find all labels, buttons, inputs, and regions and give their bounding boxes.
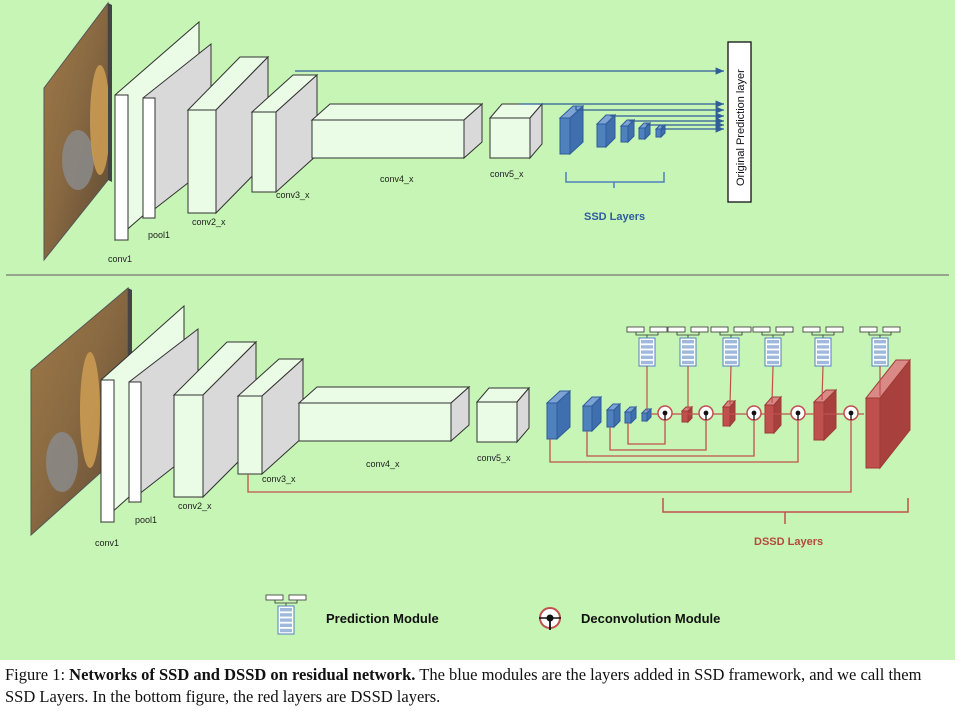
network-diagram: Original Prediction layer SSD Layers con… [0,0,955,660]
ssd-network: Original Prediction layer SSD Layers con… [43,1,752,264]
conv2-block-bottom [172,340,258,499]
original-prediction-layer: Original Prediction layer [727,41,752,203]
conv4-label-top: conv4_x [380,174,414,184]
ssd-bracket [565,172,665,183]
conv1-label-top: conv1 [108,254,132,264]
conv5-label-top: conv5_x [490,169,524,179]
prediction-connector [771,365,774,404]
conv2-block-top [186,55,270,215]
conv5-block-bottom [475,386,531,444]
caption-rest: The blue modules are the layers added in… [5,665,922,706]
dssd-layers-label: DSSD Layers [754,536,823,548]
deconv-module-legend-label: Deconvolution Module [581,611,720,626]
deconv-module-legend-icon [539,607,561,630]
conv4-block-top [310,102,484,160]
prediction-connector [821,365,824,401]
deconv-module-icon [657,405,673,421]
conv3-block-top [250,73,319,194]
prediction-module-icon [752,326,794,367]
deconv-modules [657,405,859,421]
prediction-connector [729,365,732,406]
prediction-module-legend-icon [265,594,307,635]
input-image-top [43,1,112,262]
conv2-label-bottom: conv2_x [178,501,212,511]
input-image-bottom [30,286,132,537]
dssd-network: DSSD Layers conv1 pool1 conv2_x conv3_x … [30,286,912,548]
prediction-module-icon [626,326,668,367]
deconv-module-icon [698,405,714,421]
conv5-label-bottom: conv5_x [477,453,511,463]
prediction-module-icon [265,594,307,635]
prediction-layer-label: Original Prediction layer [735,69,747,186]
conv3-label-bottom: conv3_x [262,474,296,484]
prediction-module-icon [710,326,752,367]
dssd-connectors [247,413,864,493]
ssd-layers-top [558,104,667,156]
prediction-module-legend-label: Prediction Module [326,611,439,626]
conv4-label-bottom: conv4_x [366,459,400,469]
deconv-module-icon [843,405,859,421]
cat-shape-bottom [46,432,78,492]
pool1-label-top: pool1 [148,230,170,240]
conv5-block-top [488,102,544,160]
prediction-modules [626,326,901,411]
dog-shape-bottom [80,352,100,468]
conv1-label-bottom: conv1 [95,538,119,548]
caption-bold: Networks of SSD and DSSD on residual net… [69,665,416,684]
cat-shape [62,130,94,190]
deconv-module-icon [790,405,806,421]
conv2-label-top: conv2_x [192,217,226,227]
prediction-module-icon [802,326,844,367]
figure-caption: Figure 1: Networks of SSD and DSSD on re… [5,664,953,708]
prediction-module-icon [667,326,709,367]
conv4-block-bottom [297,385,471,443]
diagram-canvas: Original Prediction layer SSD Layers con… [6,1,949,635]
prediction-arrows-top [295,67,724,133]
prediction-module-icon [859,326,901,367]
caption-prefix: Figure 1: [5,665,70,684]
dssd-layers-bottom [680,358,912,470]
pool1-label-bottom: pool1 [135,515,157,525]
ssd-layers-label: SSD Layers [584,211,645,223]
dssd-bracket [662,498,909,513]
legend: Prediction Module Deconvolution Module [265,594,720,635]
deconv-module-icon [746,405,762,421]
conv3-label-top: conv3_x [276,190,310,200]
dog-shape [90,65,110,175]
ssd-layers-bottom [545,389,653,441]
